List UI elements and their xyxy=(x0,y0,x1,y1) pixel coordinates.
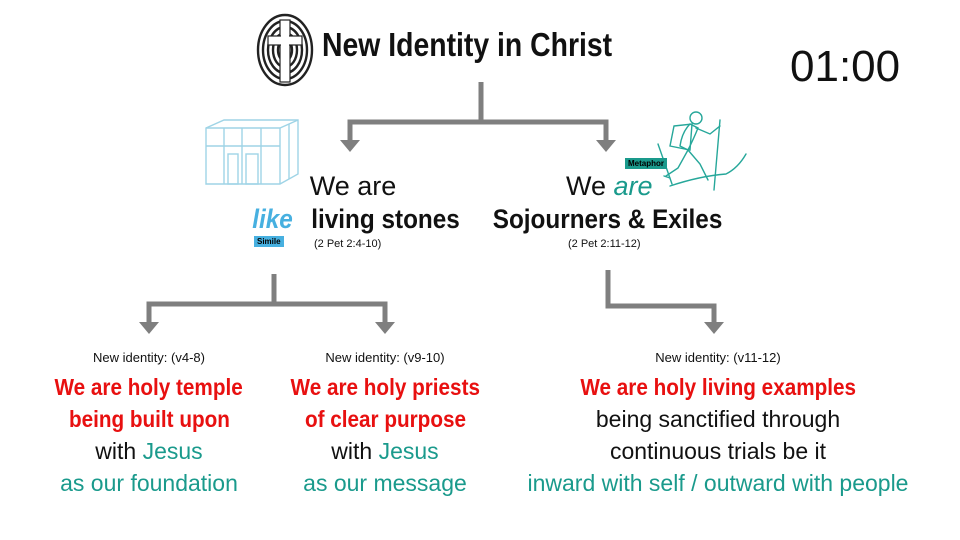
right-branch-prefix: We xyxy=(566,171,607,201)
arrowhead-box1 xyxy=(139,322,159,334)
left-branch-rest: living stones xyxy=(310,204,460,234)
arrowhead-left-branch xyxy=(340,140,360,152)
left-branch-line1: We are xyxy=(309,171,397,201)
box3-label: New identity: (v11-12) xyxy=(655,350,781,365)
box3-line3: continuous trials be it xyxy=(609,438,827,464)
box1-with-line: with Jesus xyxy=(30,435,268,467)
fingerprint-cross-icon xyxy=(256,12,314,88)
simile-tag: Simile xyxy=(254,236,284,247)
right-branch-line2: Sojourners & Exiles xyxy=(480,203,736,235)
identity-box-1: New identity: (v4-8) We are holy temple … xyxy=(30,350,268,499)
box2-with-line: with Jesus xyxy=(268,435,502,467)
right-branch-line1: We are xyxy=(566,170,653,202)
countdown-timer: 01:00 xyxy=(790,42,901,91)
right-branch-reference: (2 Pet 2:11-12) xyxy=(568,238,641,250)
identity-box-3: New identity: (v11-12) We are holy livin… xyxy=(506,350,930,499)
glass-building-icon xyxy=(198,116,308,190)
box3-line2: being sanctified through xyxy=(595,406,841,432)
box2-red-line2: of clear purpose xyxy=(304,406,466,432)
box1-red-line2: being built upon xyxy=(68,406,230,432)
box1-label: New identity: (v4-8) xyxy=(93,350,205,365)
identity-box-2: New identity: (v9-10) We are holy priest… xyxy=(268,350,502,499)
right-branch-accent: are xyxy=(613,171,653,201)
box1-last-line: as our foundation xyxy=(60,470,238,496)
box3-red-line1: We are holy living examples xyxy=(580,374,856,400)
left-branch-reference: (2 Pet 2:4-10) xyxy=(314,238,382,250)
box1-with-name: Jesus xyxy=(142,438,203,464)
page-title: New Identity in Christ xyxy=(322,26,613,63)
arrowhead-right-branch xyxy=(596,140,616,152)
box1-red-line1: We are holy temple xyxy=(54,374,244,400)
box2-red-line1: We are holy priests xyxy=(290,374,480,400)
right-branch-title: Sojourners & Exiles xyxy=(493,204,723,234)
box3-last-line: inward with self / outward with people xyxy=(527,470,909,496)
arrowhead-box2 xyxy=(375,322,395,334)
arrowhead-box3 xyxy=(704,322,724,334)
box1-with-prefix: with xyxy=(95,438,137,464)
box2-last-line: as our message xyxy=(303,470,467,496)
left-branch-accent: like xyxy=(252,204,293,234)
metaphor-tag: Metaphor xyxy=(625,158,667,169)
box2-label: New identity: (v9-10) xyxy=(325,350,445,365)
box2-with-name: Jesus xyxy=(378,438,439,464)
box2-with-prefix: with xyxy=(331,438,373,464)
left-branch-line2: like living stones xyxy=(250,203,468,235)
